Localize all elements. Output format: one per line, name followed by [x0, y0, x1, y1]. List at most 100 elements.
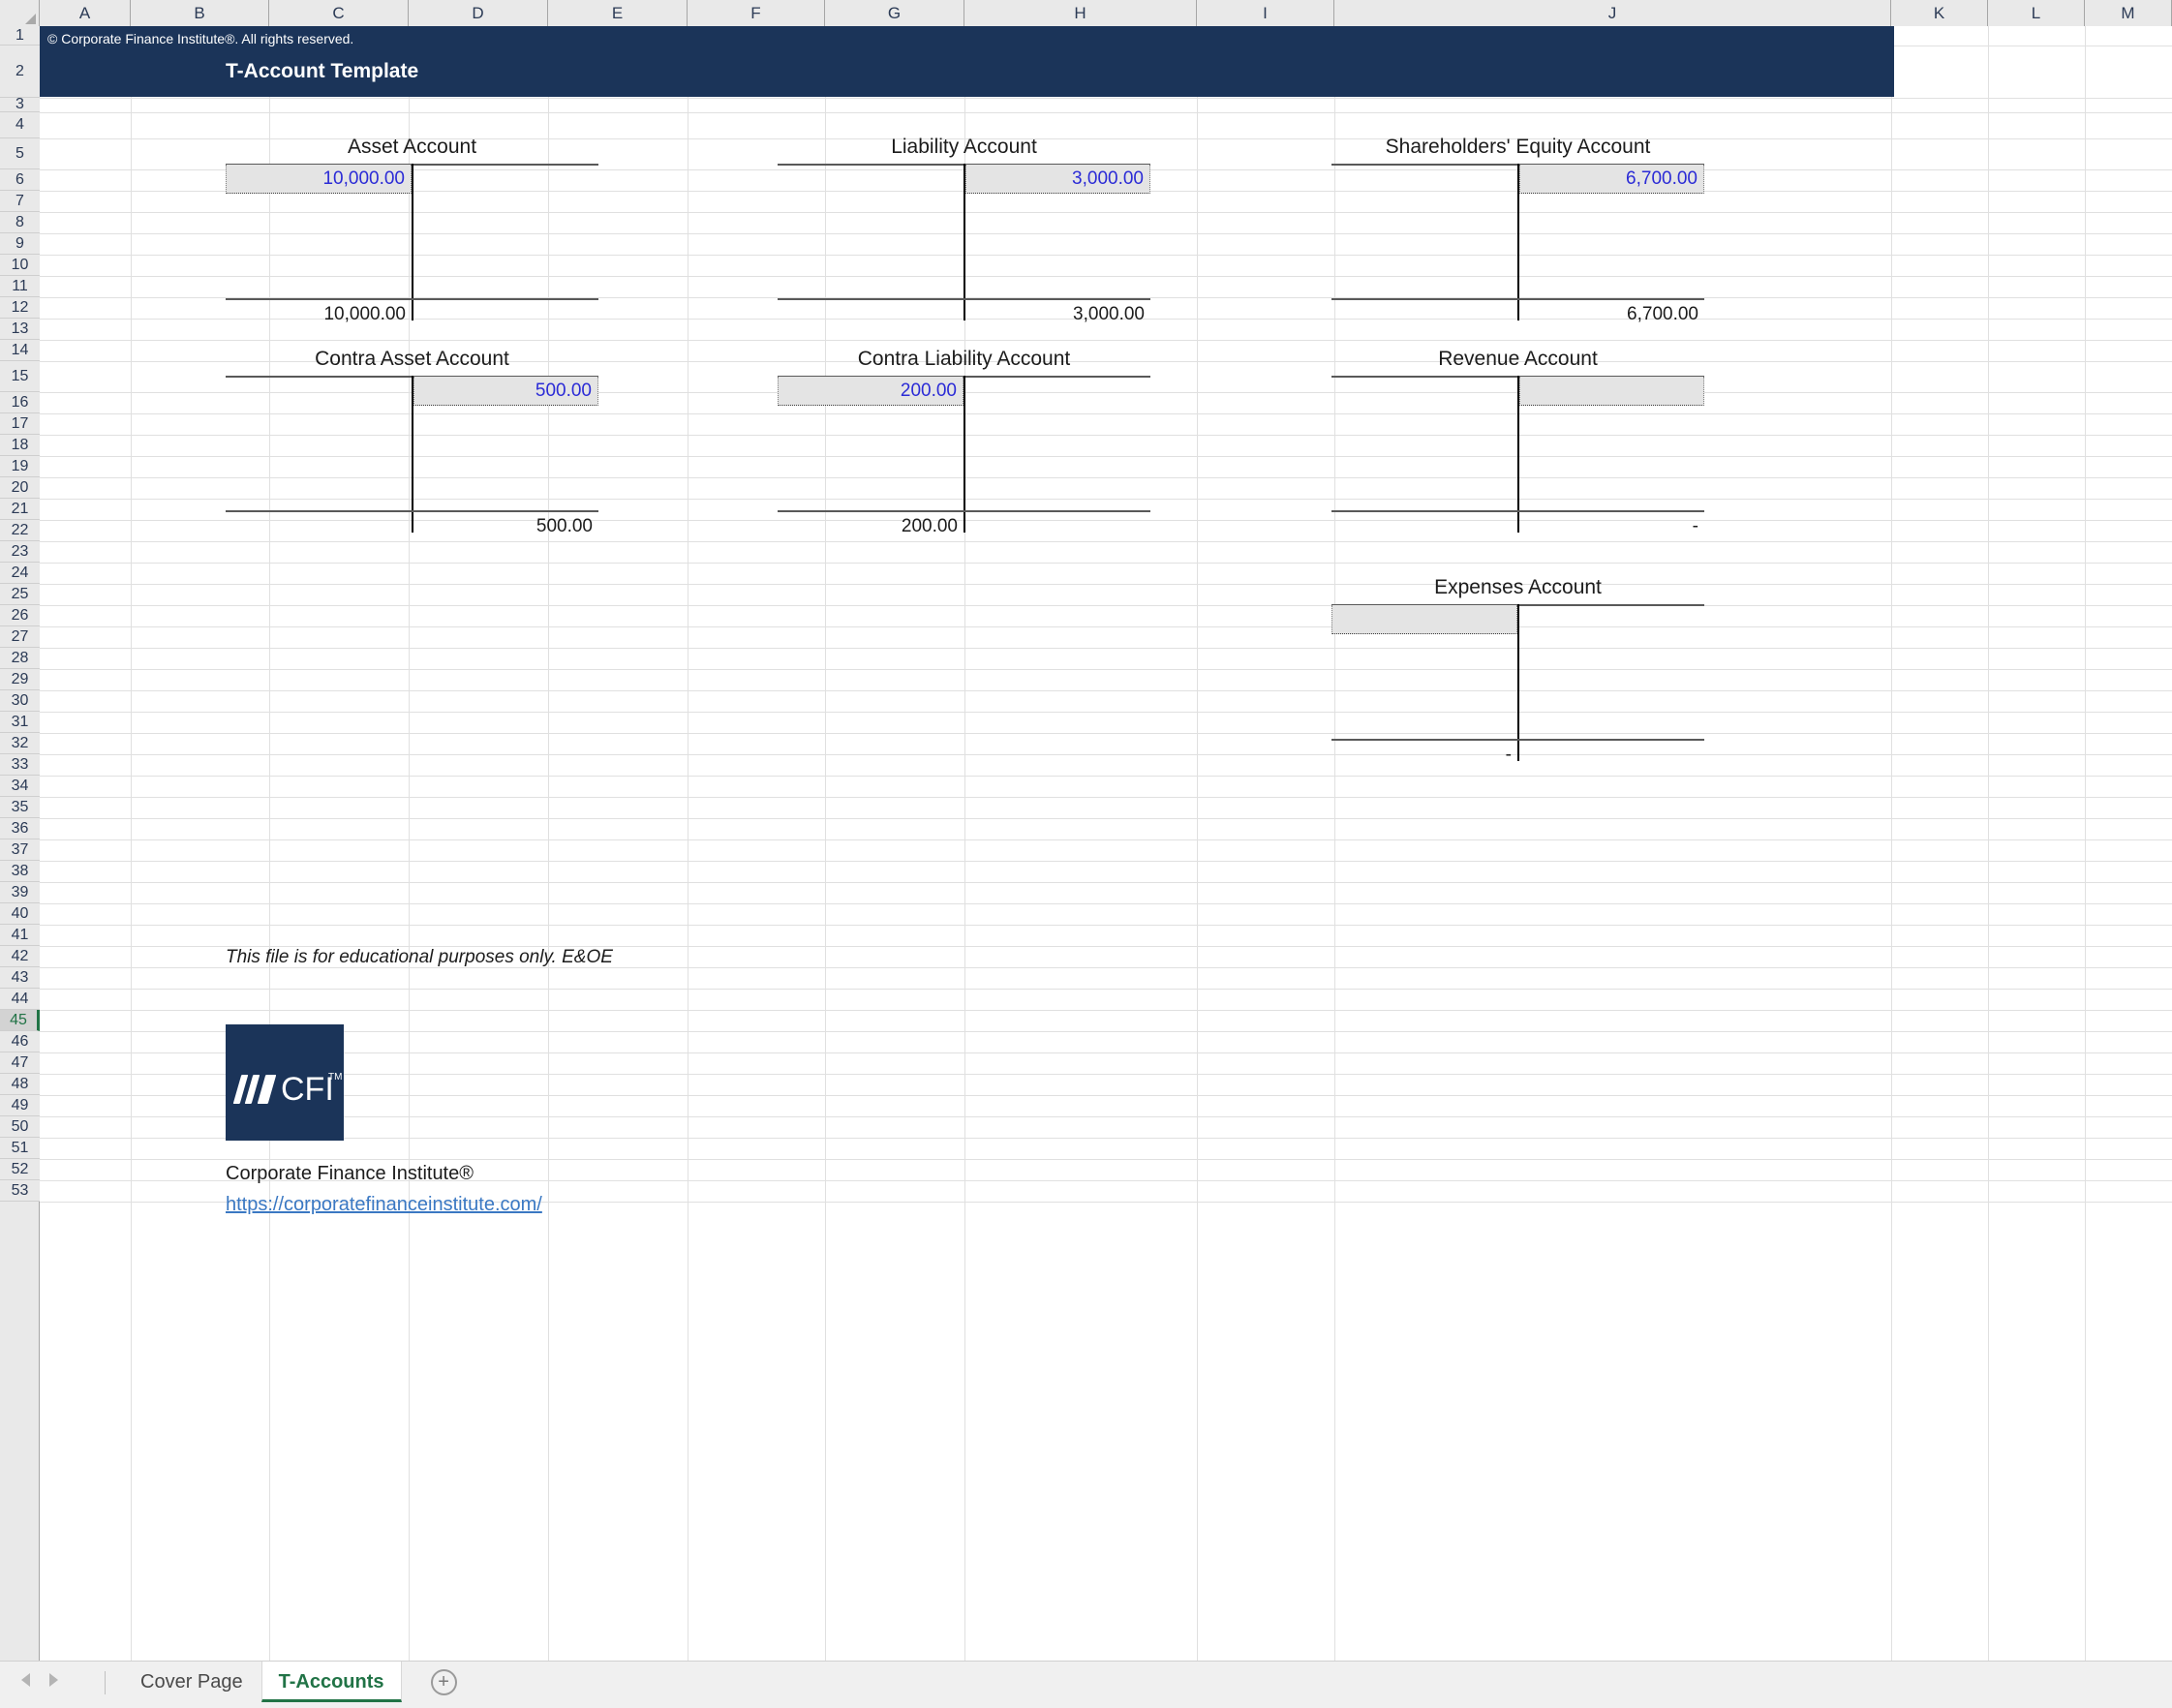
column-header-i[interactable]: I	[1197, 0, 1334, 26]
t-account-input-cell[interactable]: 6,700.00	[1519, 165, 1704, 194]
row-header-35[interactable]: 35	[0, 797, 40, 818]
t-account-total: 10,000.00	[323, 304, 406, 324]
row-header-38[interactable]: 38	[0, 861, 40, 882]
row-header-27[interactable]: 27	[0, 626, 40, 648]
next-sheet-arrow-icon[interactable]	[49, 1673, 58, 1687]
column-header-d[interactable]: D	[409, 0, 548, 26]
t-account-input-cell[interactable]: 3,000.00	[965, 165, 1150, 194]
t-account-title: Expenses Account	[1434, 576, 1602, 598]
row-header-12[interactable]: 12	[0, 297, 40, 319]
row-header-14[interactable]: 14	[0, 340, 40, 361]
row-header-31[interactable]: 31	[0, 712, 40, 733]
column-header-e[interactable]: E	[548, 0, 688, 26]
t-account: Asset Account 10,000.00 10,000.00	[226, 136, 598, 334]
column-header-c[interactable]: C	[269, 0, 409, 26]
row-header-17[interactable]: 17	[0, 413, 40, 435]
t-account-title: Asset Account	[347, 136, 477, 158]
row-header-28[interactable]: 28	[0, 648, 40, 669]
t-account: Revenue Account-	[1331, 348, 1704, 546]
t-account-input-cell[interactable]	[1331, 605, 1517, 634]
row-header-10[interactable]: 10	[0, 255, 40, 276]
row-header-48[interactable]: 48	[0, 1074, 40, 1095]
company-url-link[interactable]: https://corporatefinanceinstitute.com/	[226, 1194, 542, 1215]
select-all-corner[interactable]	[0, 0, 40, 26]
row-header-5[interactable]: 5	[0, 138, 40, 169]
row-header-46[interactable]: 46	[0, 1031, 40, 1052]
row-header-6[interactable]: 6	[0, 169, 40, 191]
column-header-h[interactable]: H	[964, 0, 1197, 26]
select-all-triangle-icon	[25, 14, 36, 24]
t-account-input-cell[interactable]: 10,000.00	[226, 165, 412, 194]
row-header-2[interactable]: 2	[0, 46, 40, 98]
row-header-20[interactable]: 20	[0, 477, 40, 499]
row-header-53[interactable]: 53	[0, 1180, 40, 1202]
row-header-33[interactable]: 33	[0, 754, 40, 776]
row-header-41[interactable]: 41	[0, 925, 40, 946]
t-account-divider	[1517, 604, 1519, 761]
row-header-44[interactable]: 44	[0, 989, 40, 1010]
row-header-45[interactable]: 45	[0, 1010, 40, 1031]
column-header-l[interactable]: L	[1988, 0, 2085, 26]
column-header-f[interactable]: F	[688, 0, 825, 26]
row-header-4[interactable]: 4	[0, 112, 40, 138]
row-header-50[interactable]: 50	[0, 1116, 40, 1138]
t-account-input-cell[interactable]: 200.00	[778, 377, 964, 406]
add-sheet-button[interactable]: +	[430, 1669, 457, 1695]
t-account-input-cell[interactable]	[1519, 377, 1704, 406]
column-header-k[interactable]: K	[1891, 0, 1988, 26]
prev-sheet-arrow-icon[interactable]	[21, 1673, 30, 1687]
row-header-23[interactable]: 23	[0, 541, 40, 563]
row-header-1[interactable]: 1	[0, 26, 40, 46]
row-header-11[interactable]: 11	[0, 276, 40, 297]
row-header-37[interactable]: 37	[0, 839, 40, 861]
row-header-51[interactable]: 51	[0, 1138, 40, 1159]
cfi-logo-text: CFI	[281, 1071, 334, 1108]
row-header-49[interactable]: 49	[0, 1095, 40, 1116]
sheet-tab-t-accounts[interactable]: T-Accounts	[260, 1662, 402, 1702]
column-header-b[interactable]: B	[131, 0, 269, 26]
column-header-j[interactable]: J	[1334, 0, 1891, 26]
row-header-36[interactable]: 36	[0, 818, 40, 839]
row-header-39[interactable]: 39	[0, 882, 40, 903]
row-header-26[interactable]: 26	[0, 605, 40, 626]
row-header-9[interactable]: 9	[0, 233, 40, 255]
cfi-trademark-mark: TM	[328, 1072, 343, 1083]
row-header-7[interactable]: 7	[0, 191, 40, 212]
t-account-title: Liability Account	[891, 136, 1037, 158]
t-account-total: -	[1505, 745, 1512, 765]
title-banner: © Corporate Finance Institute®. All righ…	[40, 26, 1894, 97]
row-header-22[interactable]: 22	[0, 520, 40, 541]
row-header-13[interactable]: 13	[0, 319, 40, 340]
column-header-g[interactable]: G	[825, 0, 964, 26]
column-header-m[interactable]: M	[2085, 0, 2172, 26]
row-header-29[interactable]: 29	[0, 669, 40, 690]
row-header-18[interactable]: 18	[0, 435, 40, 456]
row-header-52[interactable]: 52	[0, 1159, 40, 1180]
column-header-a[interactable]: A	[40, 0, 131, 26]
t-account-bottom-rule	[1331, 739, 1704, 741]
row-header-15[interactable]: 15	[0, 361, 40, 392]
row-header-32[interactable]: 32	[0, 733, 40, 754]
row-header-30[interactable]: 30	[0, 690, 40, 712]
sheet-tab-cover-page[interactable]: Cover Page	[140, 1671, 243, 1693]
row-header-24[interactable]: 24	[0, 563, 40, 584]
row-header-47[interactable]: 47	[0, 1052, 40, 1074]
row-header-25[interactable]: 25	[0, 584, 40, 605]
row-header-40[interactable]: 40	[0, 903, 40, 925]
row-header-16[interactable]: 16	[0, 392, 40, 413]
sheet-nav-arrows[interactable]	[21, 1673, 58, 1687]
t-account-divider	[1517, 376, 1519, 533]
t-account-total: 500.00	[535, 516, 593, 536]
row-header-34[interactable]: 34	[0, 776, 40, 797]
t-account: Expenses Account -	[1331, 576, 1704, 775]
row-header-3[interactable]: 3	[0, 96, 40, 112]
row-header-8[interactable]: 8	[0, 212, 40, 233]
row-header-19[interactable]: 19	[0, 456, 40, 477]
row-header-21[interactable]: 21	[0, 499, 40, 520]
t-account-input-cell[interactable]: 500.00	[413, 377, 598, 406]
row-header-43[interactable]: 43	[0, 967, 40, 989]
row-header-42[interactable]: 42	[0, 946, 40, 967]
